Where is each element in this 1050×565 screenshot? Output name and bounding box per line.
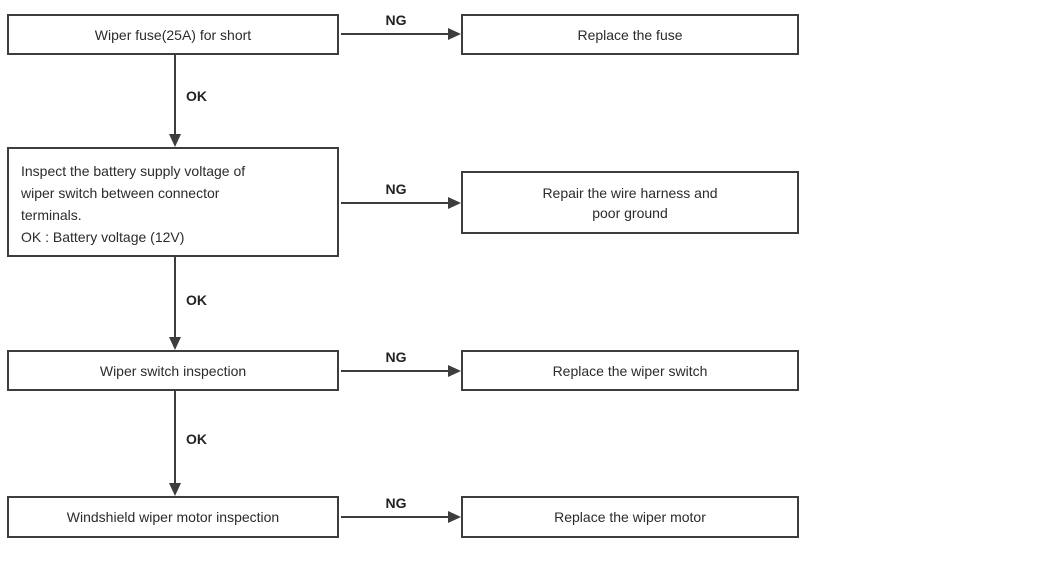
action-box-replace-wiper-motor: Replace the wiper motor xyxy=(461,496,799,538)
ng-edge-label-3: NG xyxy=(385,349,407,365)
ok-connector-line-1 xyxy=(174,55,176,135)
action-box-replace-wiper-motor-label: Replace the wiper motor xyxy=(554,509,706,525)
check-box-wiper-switch-label: Wiper switch inspection xyxy=(99,362,247,379)
ng-edge-label-1: NG xyxy=(385,12,407,28)
ok-arrowhead-icon-3 xyxy=(169,483,181,496)
ok-arrowhead-icon-1 xyxy=(169,134,181,147)
ng-arrowhead-icon-4 xyxy=(448,511,461,523)
ng-arrowhead-icon-2 xyxy=(448,197,461,209)
action-box-repair-harness: Repair the wire harness and poor ground xyxy=(461,171,799,234)
ng-connector-line-4 xyxy=(341,516,449,518)
action-box-replace-wiper-switch-label: Replace the wiper switch xyxy=(552,362,708,379)
ok-edge-label-2: OK xyxy=(186,292,207,308)
check-box-battery-voltage: Inspect the battery supply voltage of wi… xyxy=(7,147,339,257)
ok-connector-line-2 xyxy=(174,257,176,338)
check-box-battery-voltage-line1: Inspect the battery supply voltage of xyxy=(21,163,246,179)
ng-arrowhead-icon-3 xyxy=(448,365,461,377)
check-box-battery-voltage-line2: wiper switch between connector xyxy=(21,185,220,201)
action-box-replace-wiper-switch: Replace the wiper switch xyxy=(461,350,799,391)
check-box-wiper-motor: Windshield wiper motor inspection xyxy=(7,496,339,538)
check-box-wiper-switch: Wiper switch inspection xyxy=(7,350,339,391)
action-box-repair-harness-line1: Repair the wire harness and xyxy=(542,184,718,201)
action-box-repair-harness-line2: poor ground xyxy=(592,204,668,221)
check-box-wiper-fuse: Wiper fuse(25A) for short xyxy=(7,14,339,55)
ng-connector-line-1 xyxy=(341,33,449,35)
ok-edge-label-3: OK xyxy=(186,431,207,447)
check-box-battery-voltage-line3: terminals. xyxy=(21,207,82,223)
ng-arrowhead-icon-1 xyxy=(448,28,461,40)
ok-arrowhead-icon-2 xyxy=(169,337,181,350)
ng-edge-label-4: NG xyxy=(385,495,407,511)
ng-edge-label-2: NG xyxy=(385,181,407,197)
check-box-wiper-fuse-label: Wiper fuse(25A) for short xyxy=(94,26,252,43)
action-box-replace-fuse-label: Replace the fuse xyxy=(577,26,683,43)
ok-connector-line-3 xyxy=(174,391,176,484)
action-box-replace-fuse: Replace the fuse xyxy=(461,14,799,55)
ok-edge-label-1: OK xyxy=(186,88,207,104)
ng-connector-line-3 xyxy=(341,370,449,372)
check-box-battery-voltage-line4: OK : Battery voltage (12V) xyxy=(21,229,185,245)
check-box-wiper-motor-label: Windshield wiper motor inspection xyxy=(66,509,280,525)
ng-connector-line-2 xyxy=(341,202,449,204)
